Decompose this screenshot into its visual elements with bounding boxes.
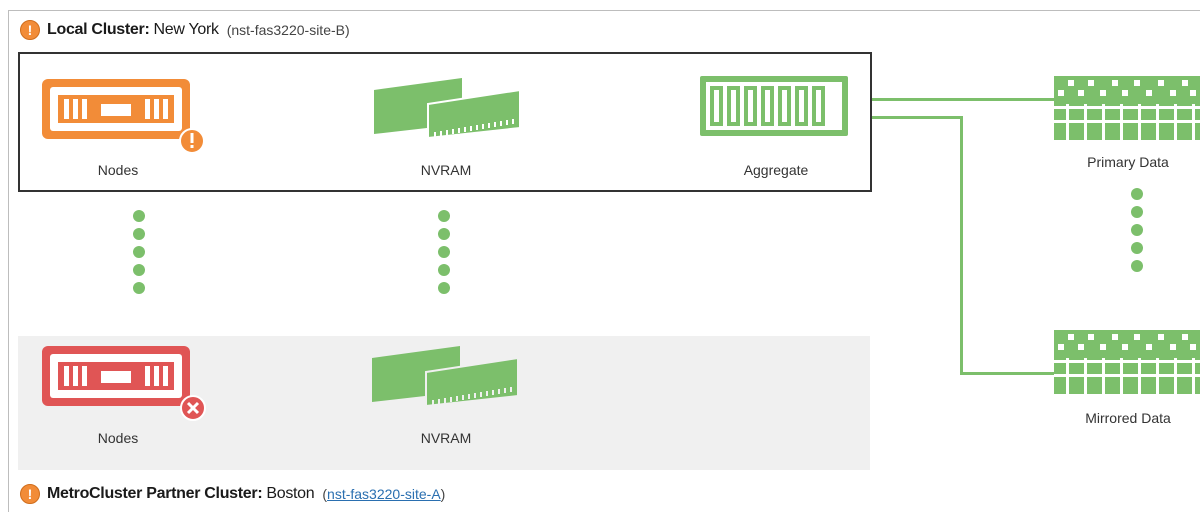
partner-cluster-header: ! MetroCluster Partner Cluster: Boston (… [20,484,445,504]
mirrored-data-icon[interactable] [1054,330,1200,394]
mirrored-connection-line-v [960,116,963,374]
partner-cluster-host: (nst-fas3220-site-A) [322,486,446,502]
local-cluster-name: New York [153,21,220,38]
local-cluster-host-name: nst-fas3220-site-B [231,22,345,38]
primary-data-icon[interactable] [1054,76,1200,140]
partner-cluster-label: MetroCluster Partner Cluster: [47,485,263,502]
local-cluster-label: Local Cluster: [47,21,150,38]
local-nodes-label: Nodes [97,162,139,178]
primary-data-label: Primary Data [1087,154,1169,170]
local-nvram-label: NVRAM [420,162,472,178]
local-cluster-host: (nst-fas3220-site-B) [226,22,350,38]
metrocluster-panel [8,10,1200,512]
aggregate-icon[interactable] [698,74,852,138]
local-nvram-icon[interactable] [370,76,530,140]
local-nodes-icon[interactable] [38,75,208,157]
partner-nvram-label: NVRAM [420,430,472,446]
warning-badge-icon [179,128,205,154]
partner-cluster-host-link[interactable]: nst-fas3220-site-A [327,486,441,502]
primary-connection-line [872,98,1062,101]
partner-nodes-label: Nodes [97,430,139,446]
warning-icon: ! [20,20,40,40]
error-badge-icon [180,395,206,421]
nvram-link-dots [438,210,450,300]
partner-cluster-name: Boston [266,485,315,502]
partner-nodes-icon[interactable] [38,342,216,426]
aggregate-label: Aggregate [743,162,809,178]
local-cluster-header: ! Local Cluster: New York (nst-fas3220-s… [20,20,350,40]
nodes-link-dots [133,210,145,300]
mirrored-connection-line-h2 [960,372,1060,375]
warning-icon: ! [20,484,40,504]
replication-dots [1131,188,1143,278]
mirrored-connection-line-h1 [872,116,962,119]
partner-nvram-icon[interactable] [368,344,528,408]
mirrored-data-label: Mirrored Data [1085,410,1171,426]
